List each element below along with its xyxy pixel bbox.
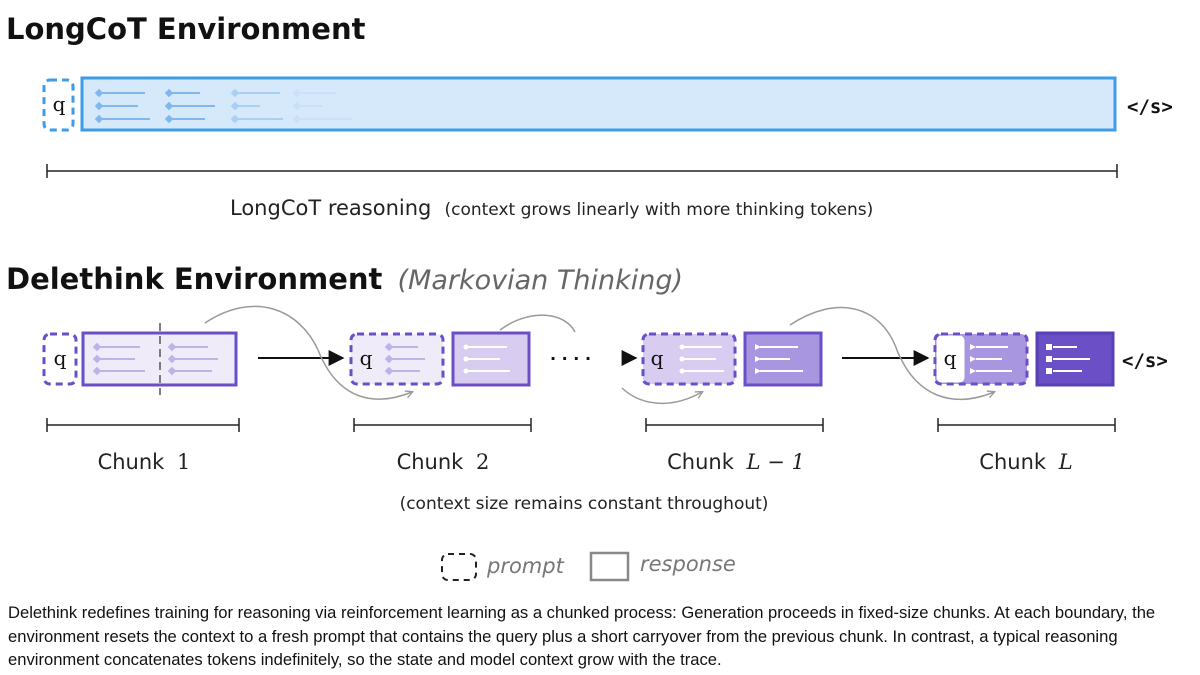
chunk-l-prompt-token: q [944, 346, 957, 370]
longcot-end-token: </s> [1127, 96, 1173, 118]
chunk-l-minus-1-index: L − 1 [746, 450, 805, 474]
chunk-l-minus-1-label: Chunk L − 1 [667, 450, 805, 474]
longcot-response-lines [94, 88, 352, 124]
delethink-subtitle: (Markovian Thinking) [398, 265, 684, 296]
chunk-2-index: 2 [476, 450, 489, 474]
chunk-brackets [46, 418, 1116, 432]
chunk-l-minus-1-group: q [641, 331, 823, 387]
chunk-1-word: Chunk [98, 450, 166, 474]
longcot-response-bar [80, 76, 1117, 132]
chunk-l-minus-1-prompt-token: q [651, 346, 664, 370]
longcot-span-label: LongCoT reasoning (context grows linearl… [230, 196, 873, 220]
delethink-note: (context size remains constant throughou… [400, 494, 769, 514]
legend-prompt-label: prompt [486, 554, 565, 578]
chunk-l-minus-1-word: Chunk [667, 450, 735, 474]
ellipsis-dots: · · · · [550, 349, 591, 368]
chunk-2-prompt-token: q [360, 346, 373, 370]
longcot-label-main: LongCoT reasoning [230, 196, 431, 220]
carryover-curve-2 [499, 314, 576, 333]
delethink-heading: Delethink Environment (Markovian Thinkin… [6, 262, 683, 296]
chunk-l-index: L [1058, 450, 1073, 474]
chunk-1-prompt-token: q [54, 346, 67, 370]
longcot-prompt-box [42, 78, 75, 132]
chunk-l-word: Chunk [979, 450, 1047, 474]
legend-prompt-swatch [441, 553, 477, 581]
chunk-1-prompt-box [42, 332, 78, 386]
chunk-1-index: 1 [177, 450, 190, 474]
carryover-curve-4 [789, 306, 994, 400]
chunk-l-label: Chunk L [979, 450, 1072, 474]
chunk-2-word: Chunk [397, 450, 465, 474]
legend: prompt response [441, 551, 736, 582]
longcot-title: LongCoT Environment [6, 12, 366, 46]
figure-caption: Delethink redefines training for reasoni… [8, 603, 1156, 669]
chunk-l-group: q [933, 331, 1115, 387]
legend-response-label: response [640, 552, 736, 576]
carryover-curve-3 [621, 387, 702, 405]
delethink-title: Delethink Environment [6, 262, 383, 296]
carryover-curve-1 [204, 305, 412, 400]
chunk-2-label: Chunk 2 [397, 450, 490, 474]
chunk-1-label: Chunk 1 [98, 450, 191, 474]
longcot-span-bracket [46, 164, 1118, 178]
chunk-1-group: q [42, 323, 238, 395]
chunk-2-group: q [349, 331, 531, 387]
legend-response-swatch [589, 551, 630, 582]
delethink-end-token: </s> [1122, 350, 1168, 372]
longcot-label-note: (context grows linearly with more thinki… [444, 200, 873, 220]
longcot-prompt-token: q [53, 92, 66, 116]
